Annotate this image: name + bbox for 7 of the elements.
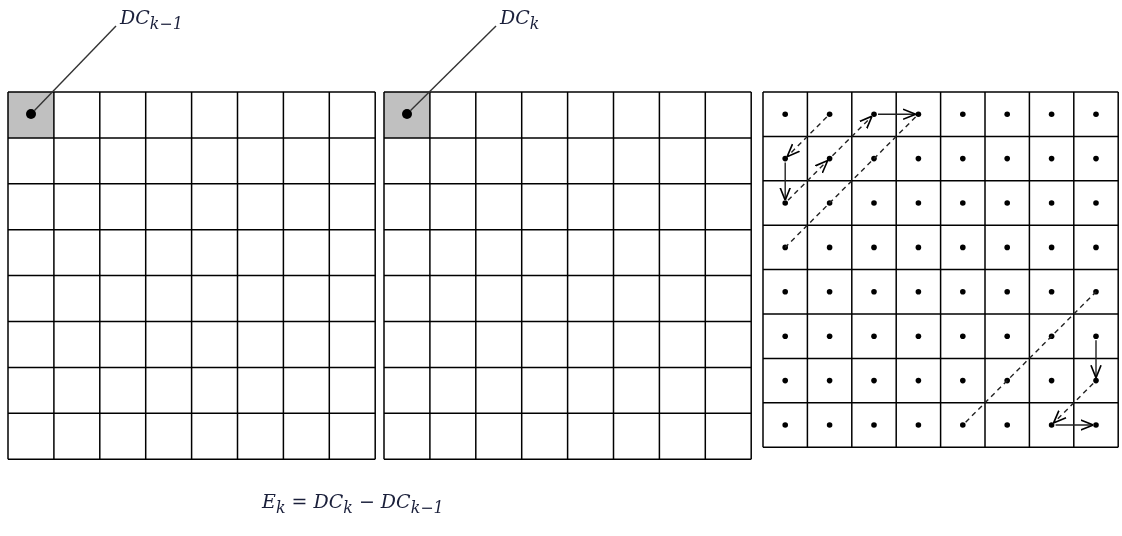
- dc-label: DC$_{k}$: [500, 6, 540, 33]
- leader-line: [409, 25, 497, 112]
- dc-coefficient-dot: [26, 109, 36, 119]
- formula-text: E$_{k}$ = DC$_{k}$ − DC$_{k−1}$: [262, 490, 444, 517]
- dc-label: DC$_{k−1}$: [120, 6, 183, 33]
- leader-line: [33, 25, 117, 112]
- dc-coefficient-dot: [402, 109, 412, 119]
